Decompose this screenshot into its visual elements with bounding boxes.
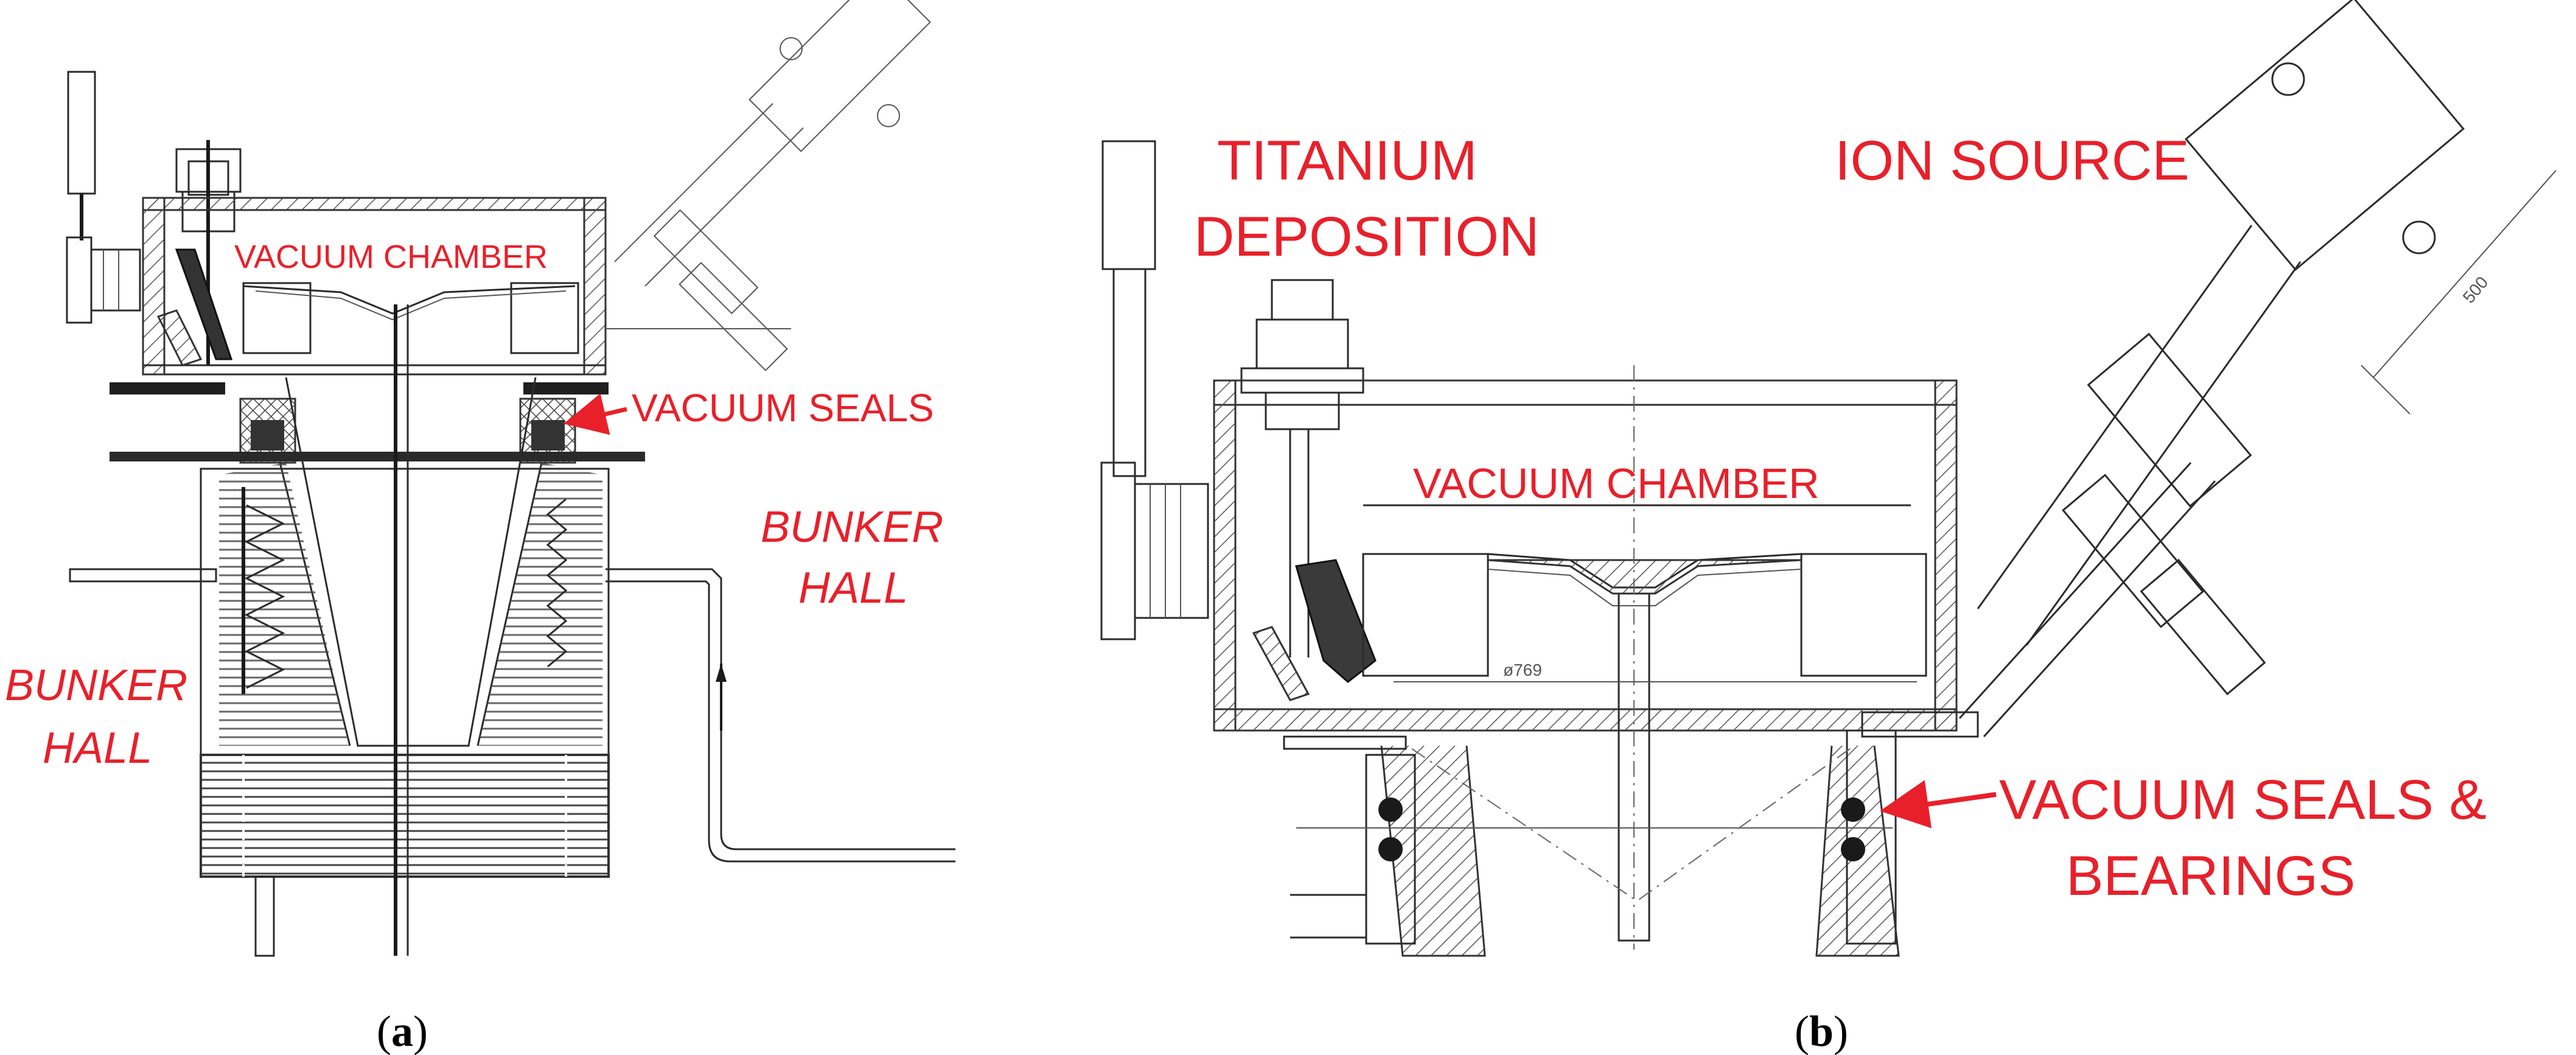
panel-b-vacuum-chamber-label: VACUUM CHAMBER — [1413, 460, 1820, 507]
panel-b-titanium-label-line2: DEPOSITION — [1194, 206, 1539, 268]
panel-a-bunker-hall-right-line2: HALL — [798, 564, 908, 612]
panel-b-diameter-dimension: ø769 — [1503, 661, 1542, 679]
panel-b-ion-source-label: ION SOURCE — [1835, 130, 2190, 192]
panel-b-seals-label-line2: BEARINGS — [2066, 845, 2355, 907]
panel-a-caption: (a) — [377, 1007, 428, 1055]
panel-a-vacuum-chamber-label: VACUUM CHAMBER — [234, 239, 548, 275]
panel-b-seals-arrow — [1880, 780, 1997, 829]
panel-a-bunker-hall-left-line1: BUNKER — [5, 661, 187, 710]
panel-a-vacuum-seals-arrow — [564, 393, 627, 435]
panel-b-caption: (b) — [1795, 1007, 1848, 1055]
panel-a-bunker-hall-right-line1: BUNKER — [761, 503, 943, 552]
panel-a-drawing — [66, 0, 955, 957]
panel-b-titanium-label-line1: TITANIUM — [1217, 130, 1478, 192]
panel-a-bunker-hall-left-line2: HALL — [43, 724, 152, 773]
panel-a-vacuum-seals-label: VACUUM SEALS — [632, 386, 934, 430]
panel-b-drawing: ø769 500 — [1100, 0, 2557, 957]
panel-b-length-dimension: 500 — [2459, 273, 2492, 307]
panel-b-seals-label-line1: VACUUM SEALS & — [1999, 769, 2487, 831]
